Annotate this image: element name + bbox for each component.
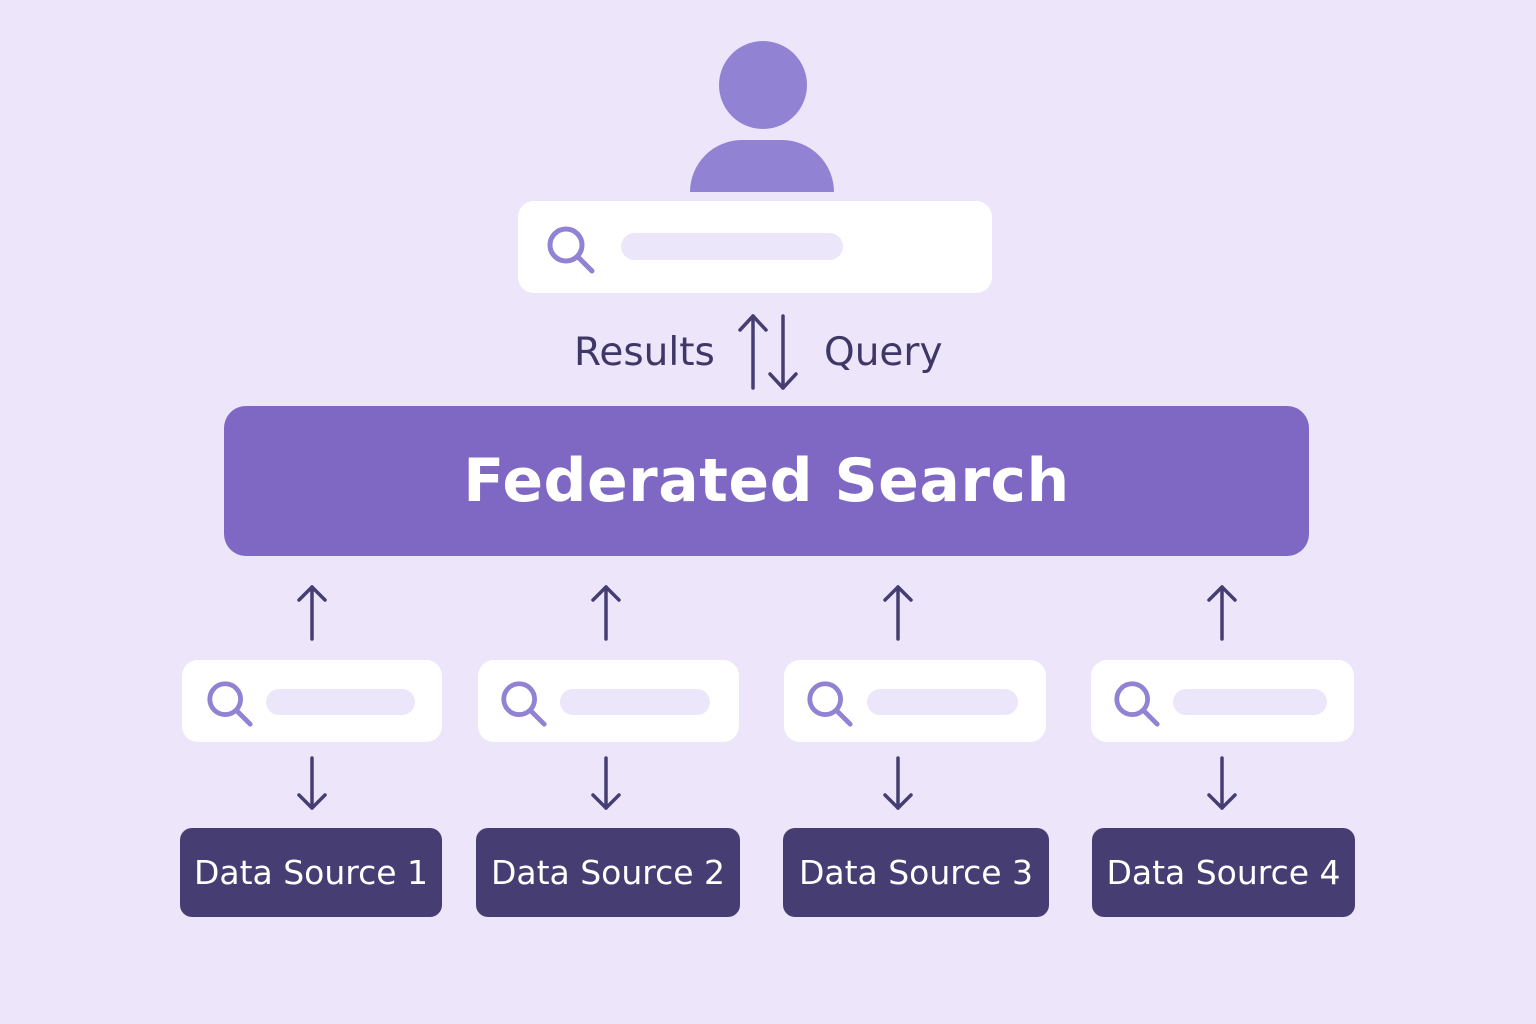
data-source-label: Data Source 3 (798, 853, 1034, 892)
data-source-1: Data Source 1 (180, 828, 442, 917)
search-field-placeholder (1173, 689, 1327, 715)
data-source-label: Data Source 1 (193, 853, 429, 892)
user-icon-head (719, 41, 807, 129)
results-label: Results (574, 330, 715, 375)
query-label: Query (824, 330, 943, 375)
data-source-4: Data Source 4 (1092, 828, 1355, 917)
arrow-down-icon (883, 756, 913, 810)
arrow-down-icon (591, 756, 621, 810)
arrow-up-icon (738, 314, 768, 390)
arrow-up-icon (297, 585, 327, 641)
search-icon (1114, 681, 1160, 727)
search-field-placeholder (560, 689, 710, 715)
source-search-input-3[interactable] (784, 660, 1046, 742)
search-field-placeholder (266, 689, 415, 715)
federated-search-box: Federated Search (224, 406, 1309, 556)
arrow-up-icon (591, 585, 621, 641)
data-source-3: Data Source 3 (783, 828, 1049, 917)
search-icon (207, 681, 253, 727)
arrow-up-icon (1207, 585, 1237, 641)
federated-search-title: Federated Search (463, 446, 1070, 516)
search-icon (807, 681, 853, 727)
main-search-input[interactable] (518, 201, 992, 293)
search-field-placeholder (621, 233, 843, 260)
user-icon-body (690, 140, 834, 192)
source-search-input-1[interactable] (182, 660, 442, 742)
source-search-input-2[interactable] (478, 660, 739, 742)
arrow-down-icon (768, 314, 798, 390)
search-icon (547, 226, 595, 274)
arrow-up-icon (883, 585, 913, 641)
source-search-input-4[interactable] (1091, 660, 1354, 742)
arrow-down-icon (297, 756, 327, 810)
data-source-2: Data Source 2 (476, 828, 740, 917)
search-field-placeholder (867, 689, 1018, 715)
arrow-down-icon (1207, 756, 1237, 810)
data-source-label: Data Source 2 (490, 853, 726, 892)
data-source-label: Data Source 4 (1106, 853, 1341, 892)
search-icon (501, 681, 547, 727)
